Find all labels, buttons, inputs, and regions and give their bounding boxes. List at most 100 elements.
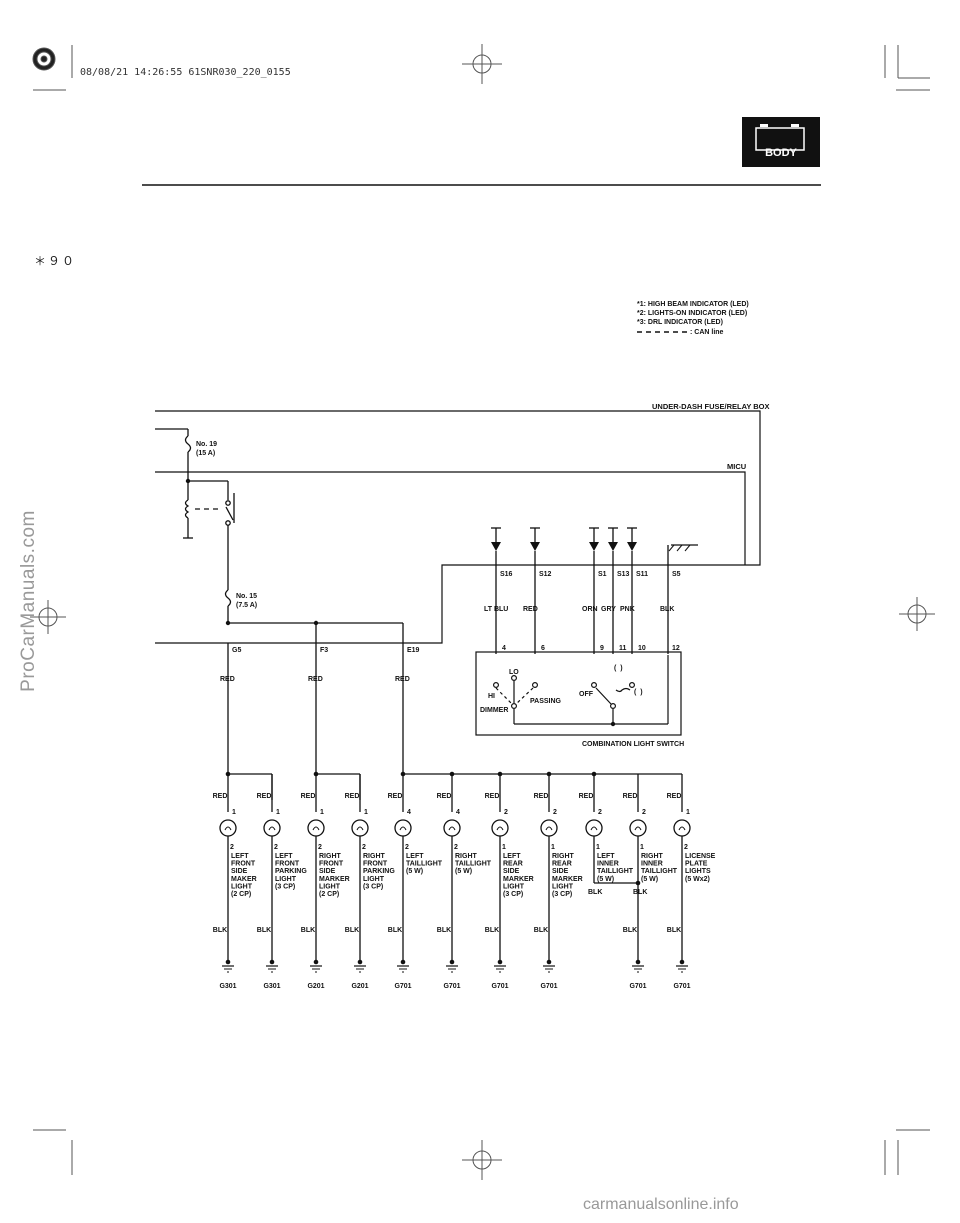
load-gnd-wire: BLK	[534, 927, 548, 934]
bulb-filament	[678, 826, 686, 831]
load-name-line: (5 W)	[455, 868, 472, 875]
bulb-filament	[496, 826, 504, 831]
load-name-line: MARKER	[319, 876, 350, 883]
combination-light-switch	[475, 651, 682, 736]
load-name-line: (3 CP)	[363, 883, 383, 890]
load-name-line: TAILLIGHT	[455, 861, 492, 868]
ground-point	[357, 959, 363, 965]
load-name-line: TAILLIGHT	[597, 868, 634, 875]
load-pin-bottom: 2	[684, 844, 688, 851]
load-pin-bottom: 2	[362, 844, 366, 851]
ground-point	[269, 959, 275, 965]
load-pin-bottom: 2	[454, 844, 458, 851]
bulb-symbol	[491, 819, 509, 837]
load-name-line: TAILLIGHT	[641, 868, 678, 875]
wire-color: PNK	[620, 606, 635, 613]
load-pin-top: 1	[276, 809, 280, 816]
load-pin-bottom: 2	[318, 844, 322, 851]
output-wire-color: RED	[395, 676, 410, 683]
load-in-wire: RED	[623, 793, 638, 800]
ground-label: G701	[540, 983, 557, 990]
fuse-relay-box-label: UNDER-DASH FUSE/RELAY BOX	[652, 402, 770, 411]
bulb-symbol	[394, 819, 412, 837]
load-gnd-wire: BLK	[485, 927, 499, 934]
switch-pos-2: ( )	[634, 689, 643, 696]
load-in-wire: RED	[534, 793, 549, 800]
bulb-filament	[634, 826, 642, 831]
load-name-line: FRONT	[231, 861, 256, 868]
ground-label: G701	[491, 983, 508, 990]
legend-note-1: *1: HIGH BEAM INDICATOR (LED)	[637, 301, 749, 308]
load-name-line: LIGHT	[552, 883, 574, 890]
switch-lo: LO	[509, 669, 519, 676]
load-name-line: RIGHT	[552, 853, 575, 860]
load-name-line: LEFT	[503, 853, 521, 860]
load-name-line: LEFT	[275, 853, 293, 860]
load-pin-top: 2	[598, 809, 602, 816]
load-name-line: (2 CP)	[319, 891, 339, 898]
load-pin-bottom: 1	[502, 844, 506, 851]
load-gnd-wire: BLK	[213, 927, 227, 934]
switch-label: COMBINATION LIGHT SWITCH	[582, 741, 684, 748]
load-pin-bottom: 2	[274, 844, 278, 851]
ground-point	[679, 959, 685, 965]
load-gnd-wire: BLK	[345, 927, 359, 934]
wire-color: GRY	[601, 606, 616, 613]
load-name-line: PARKING	[275, 868, 307, 875]
load-name-line: (3 CP)	[503, 891, 523, 898]
load-pin-top: 2	[642, 809, 646, 816]
load-name-line: PLATE	[685, 861, 708, 868]
load-pin-top: 1	[320, 809, 324, 816]
load-name-line: MARKER	[503, 876, 534, 883]
bulb-symbol	[263, 819, 281, 837]
bulb-filament	[312, 826, 320, 831]
battery-body-badge: BODY	[742, 117, 820, 167]
bulb-filament	[268, 826, 276, 831]
fuse-15-name: No. 15	[236, 593, 257, 600]
diode-arrow	[627, 542, 637, 551]
load-name-line: LEFT	[231, 853, 249, 860]
bulb-filament	[545, 826, 553, 831]
load-name-line: SIDE	[503, 868, 520, 875]
load-name-line: FRONT	[363, 861, 388, 868]
diode-arrow	[608, 542, 618, 551]
power-feed	[155, 428, 235, 623]
output-code: E19	[407, 647, 420, 654]
load-pin-top: 1	[232, 809, 236, 816]
bulb-symbol	[351, 819, 369, 837]
switch-pin: 4	[502, 645, 506, 652]
load-name-line: LIGHT	[275, 876, 297, 883]
load-in-wire: RED	[257, 793, 272, 800]
ground-label: G301	[263, 983, 280, 990]
bulb-filament	[448, 826, 456, 831]
ground-point	[400, 959, 406, 965]
bulb-symbol	[585, 819, 603, 837]
ground-hatch	[676, 544, 683, 552]
page-code: ＊９０	[34, 254, 77, 268]
fuse-relay-box	[155, 410, 761, 644]
switch-pin: 11	[619, 645, 627, 652]
bulb-symbol	[673, 819, 691, 837]
wire-color: RED	[523, 606, 538, 613]
registration-marks	[30, 44, 935, 1180]
load-name-line: SIDE	[319, 868, 336, 875]
legend-can-line: : CAN line	[690, 329, 724, 336]
legend-note-3: *3: DRL INDICATOR (LED)	[637, 319, 723, 326]
load-name-line: INNER	[641, 861, 663, 868]
load-pin-top: 4	[407, 809, 411, 816]
inner-join-wire: BLK	[633, 889, 647, 896]
load-pin-bottom: 1	[551, 844, 555, 851]
load-in-wire: RED	[301, 793, 316, 800]
ground-label: G701	[629, 983, 646, 990]
